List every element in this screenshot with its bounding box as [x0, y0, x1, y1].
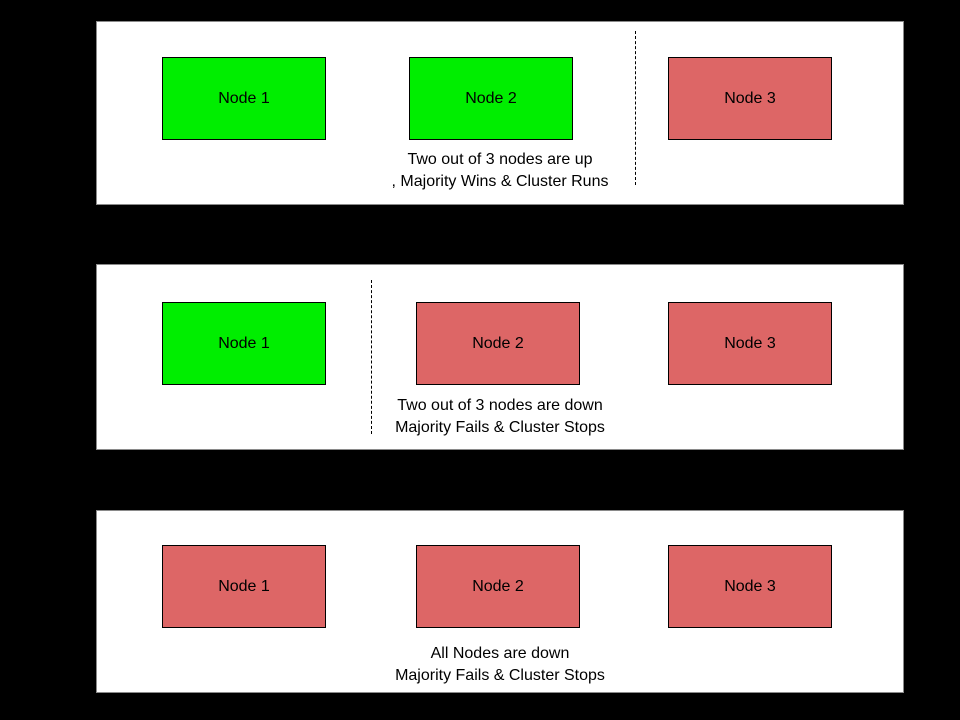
node-label: Node 3 — [724, 334, 776, 352]
node-box: Node 1 — [162, 302, 326, 385]
node-label: Node 2 — [465, 89, 517, 107]
scenario-panel-majority-down: Node 1 Node 2 Node 3 Two out of 3 nodes … — [96, 264, 904, 450]
caption-line-2: Majority Fails & Cluster Stops — [395, 419, 605, 436]
caption-line-1: Two out of 3 nodes are down — [397, 397, 603, 414]
node-label: Node 1 — [218, 89, 270, 107]
caption-line-2: , Majority Wins & Cluster Runs — [391, 173, 609, 190]
caption-line-1: All Nodes are down — [430, 645, 570, 662]
scenario-panel-all-down: Node 1 Node 2 Node 3 All Nodes are down … — [96, 510, 904, 693]
node-label: Node 3 — [724, 89, 776, 107]
caption-line-2: Majority Fails & Cluster Stops — [395, 667, 605, 684]
node-label: Node 1 — [218, 577, 270, 595]
scenario-caption: All Nodes are down Majority Fails & Clus… — [97, 643, 903, 687]
node-box: Node 3 — [668, 545, 832, 628]
node-box: Node 2 — [409, 57, 573, 140]
node-box: Node 1 — [162, 545, 326, 628]
node-box: Node 3 — [668, 302, 832, 385]
node-label: Node 2 — [472, 577, 524, 595]
node-label: Node 3 — [724, 577, 776, 595]
caption-line-1: Two out of 3 nodes are up — [407, 151, 593, 168]
node-label: Node 2 — [472, 334, 524, 352]
scenario-panel-majority-up: Node 1 Node 2 Node 3 Two out of 3 nodes … — [96, 21, 904, 205]
partition-divider-line — [635, 31, 636, 185]
node-box: Node 3 — [668, 57, 832, 140]
partition-divider-line — [371, 280, 372, 434]
node-box: Node 2 — [416, 545, 580, 628]
scenario-caption: Two out of 3 nodes are up , Majority Win… — [97, 149, 903, 193]
node-box: Node 1 — [162, 57, 326, 140]
scenario-caption: Two out of 3 nodes are down Majority Fai… — [97, 395, 903, 439]
node-box: Node 2 — [416, 302, 580, 385]
node-label: Node 1 — [218, 334, 270, 352]
